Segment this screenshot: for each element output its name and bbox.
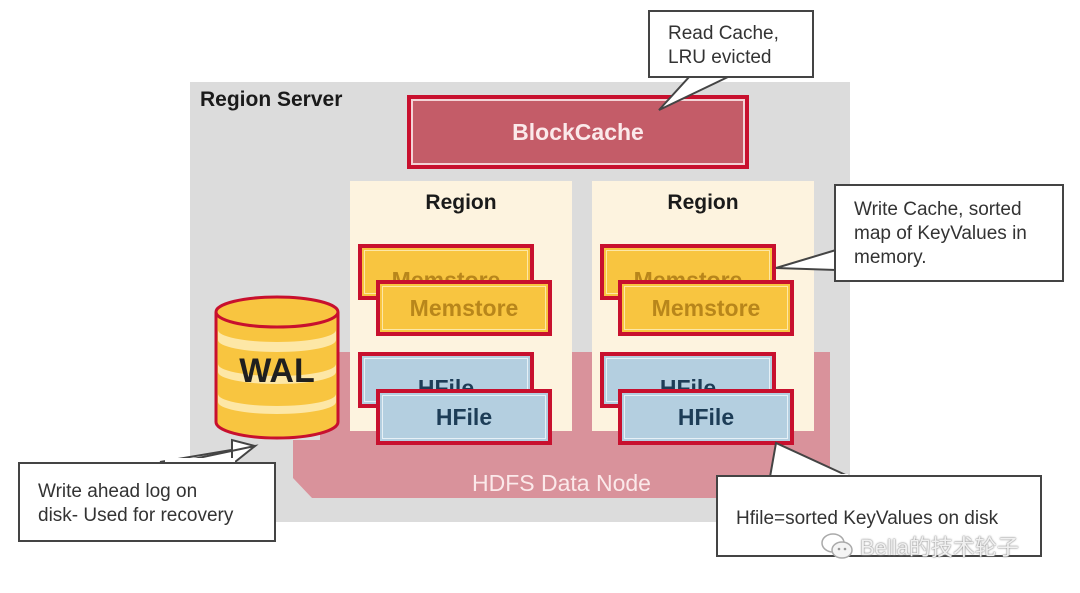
watermark: Bella的技术轮子: [820, 530, 1019, 562]
block-cache-label: BlockCache: [512, 118, 644, 145]
read-cache-callout: Read Cache, LRU evicted: [648, 10, 814, 78]
region-server-title: Region Server: [200, 88, 343, 111]
region-title: Region: [425, 191, 497, 214]
hfile-tail: [768, 441, 851, 478]
memstore-card: Memstore: [376, 280, 552, 336]
region-title: Region: [667, 191, 739, 214]
read-cache-tail: [658, 75, 731, 111]
wal-cylinder-icon: [214, 295, 340, 440]
hfile-card: HFile: [376, 389, 552, 445]
wal-callout: Write ahead log on disk- Used for recove…: [18, 462, 276, 542]
write-cache-tail: [775, 248, 837, 272]
hfile-card: HFile: [618, 389, 794, 445]
wechat-icon: [821, 533, 853, 559]
watermark-text: Bella的技术轮子: [860, 535, 1019, 560]
hfile-callout: Hfile=sorted KeyValues on disk: [716, 475, 1042, 557]
write-cache-callout: Write Cache, sorted map of KeyValues in …: [834, 184, 1064, 282]
wal-label: WAL: [239, 352, 315, 390]
memstore-card: Memstore: [618, 280, 794, 336]
hdfs-label: HDFS Data Node: [472, 470, 651, 496]
block-cache: BlockCache: [407, 95, 749, 169]
